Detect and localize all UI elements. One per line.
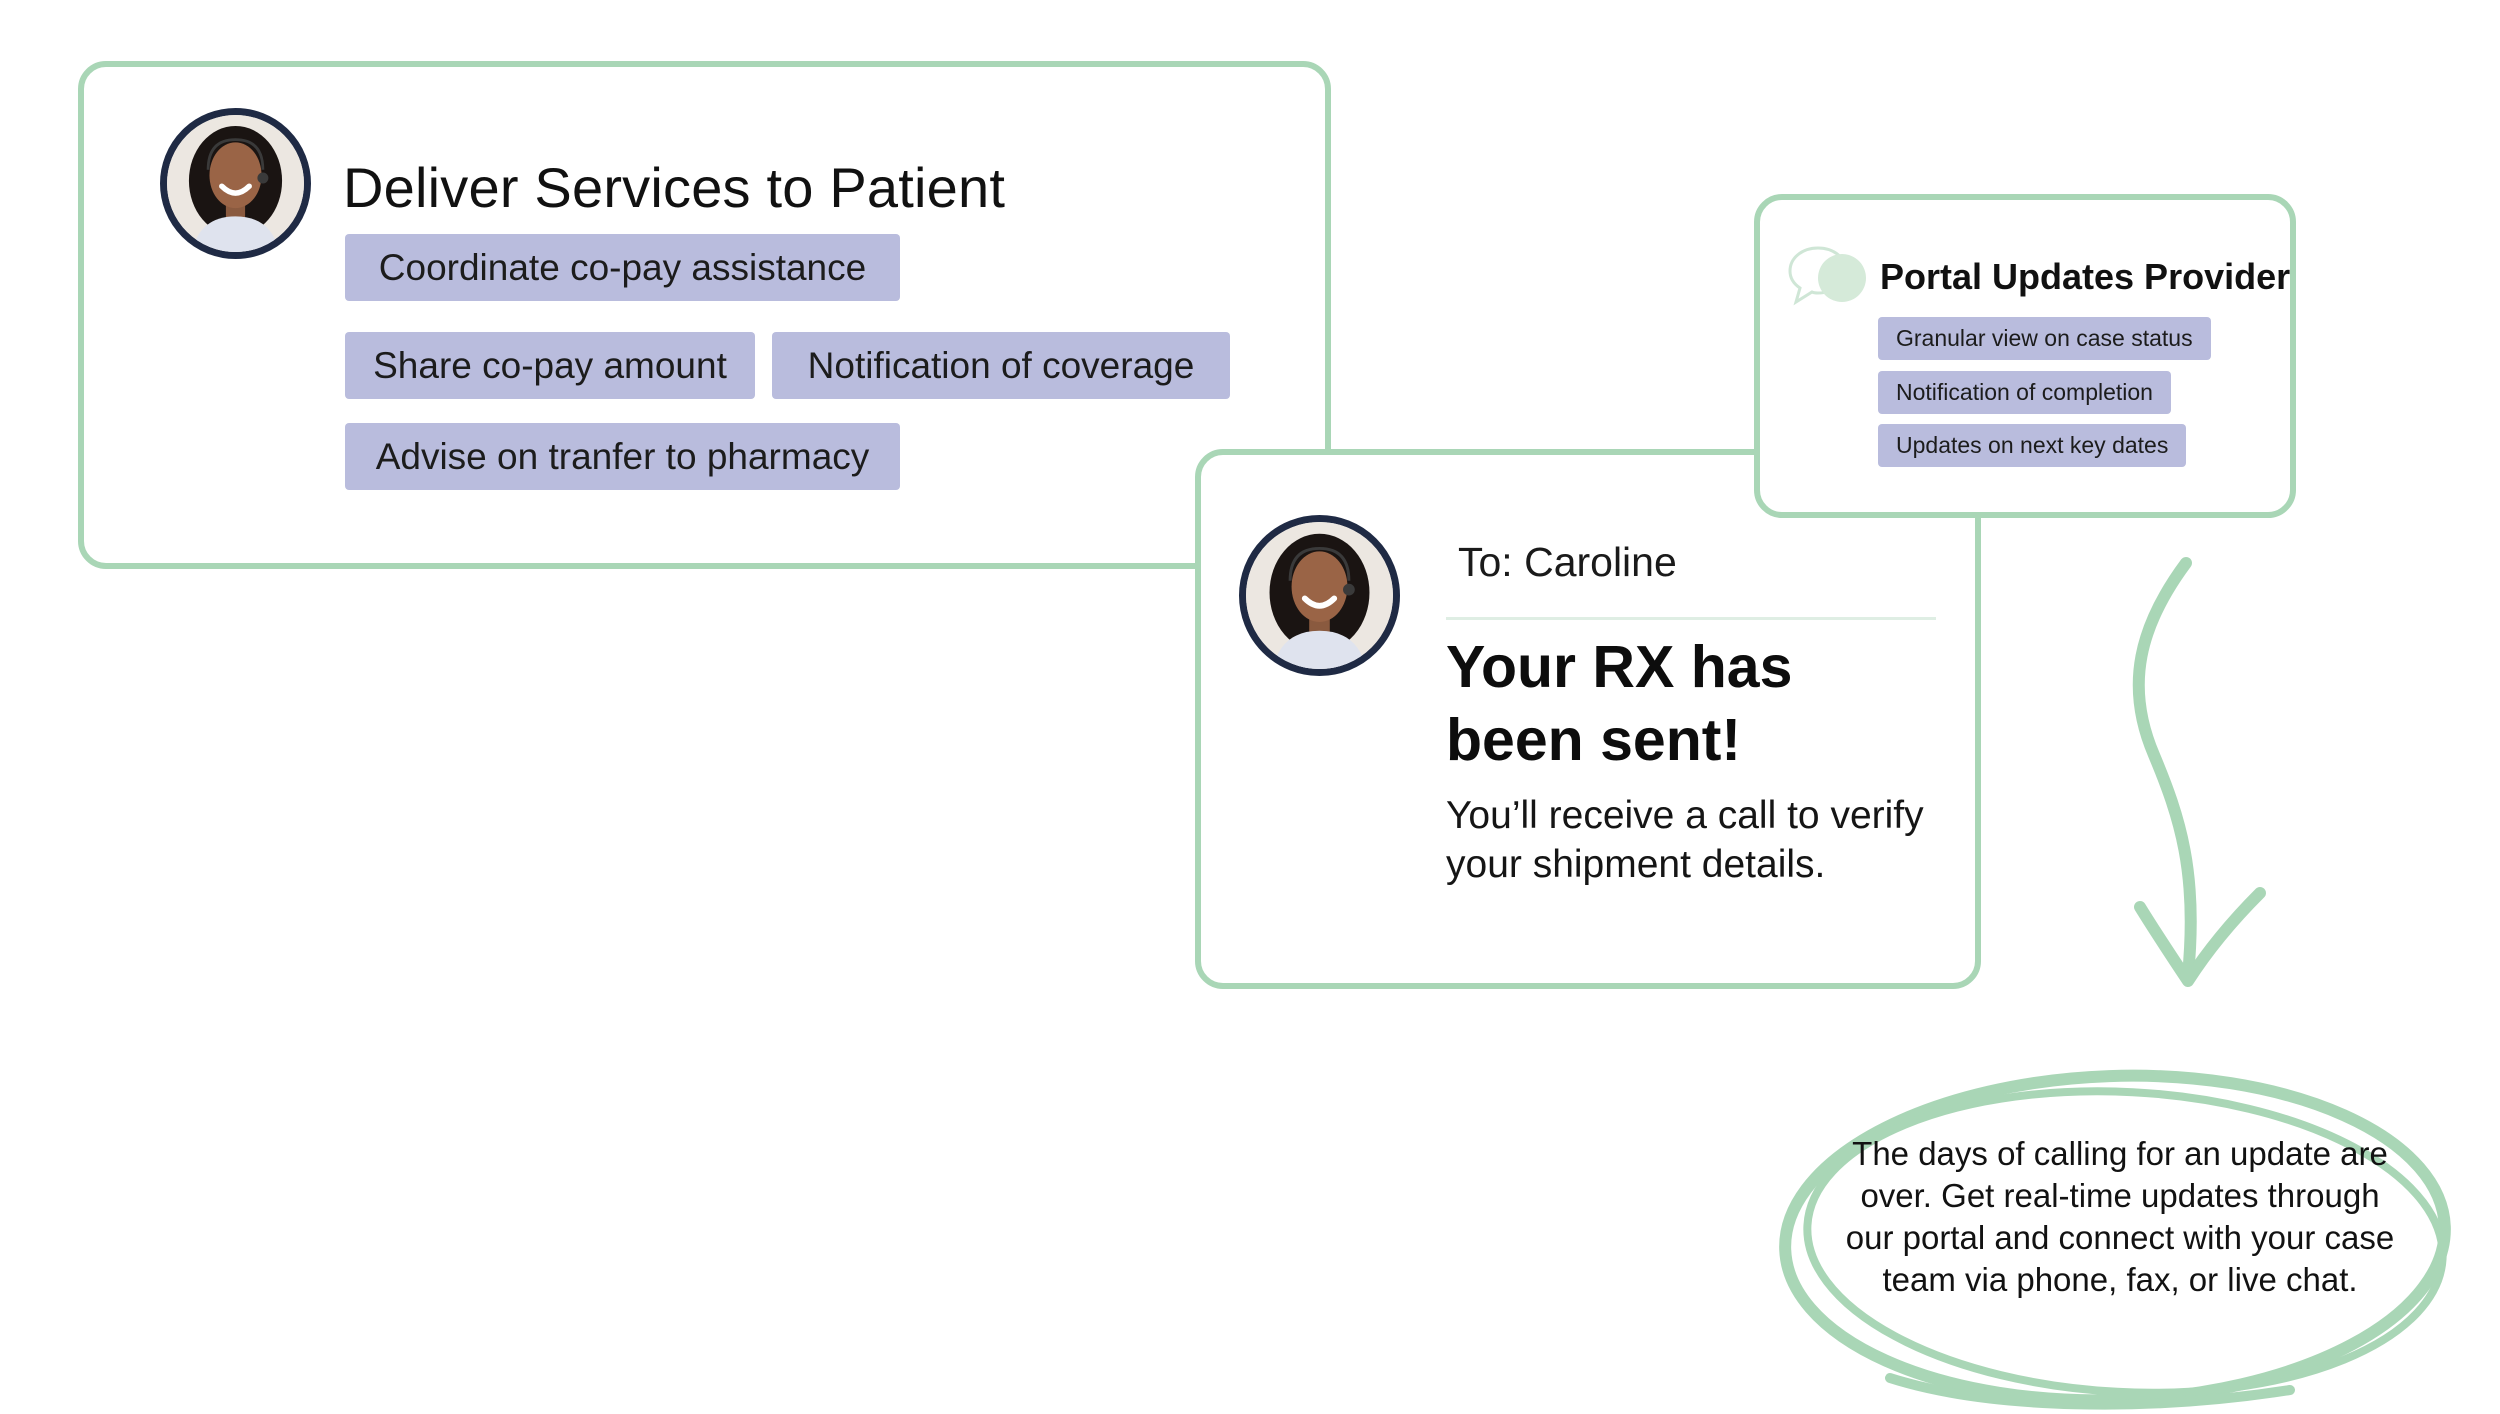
portal-item: Granular view on case status: [1878, 317, 2211, 360]
agent-portrait-icon: [1246, 522, 1393, 669]
agent-avatar: [1239, 515, 1400, 676]
agent-portrait-icon: [167, 115, 304, 252]
chip-advise-transfer: Advise on tranfer to pharmacy: [345, 423, 900, 490]
message-divider: [1446, 617, 1936, 620]
agent-avatar: [160, 108, 311, 259]
callout-text: The days of calling for an update are ov…: [1845, 1135, 2395, 1298]
message-card: To: Caroline Your RX has been sent! You’…: [1195, 449, 1981, 989]
message-recipient: To: Caroline: [1458, 539, 1677, 585]
portal-item: Notification of completion: [1878, 371, 2171, 414]
chip-notification-coverage: Notification of coverage: [772, 332, 1230, 399]
chip-share-copay: Share co-pay amount: [345, 332, 755, 399]
chat-bubbles-icon: [1788, 246, 1866, 306]
deliver-services-card: Deliver Services to Patient Coordinate c…: [78, 61, 1331, 569]
portal-updates-card: Portal Updates Provider Granular view on…: [1754, 194, 2296, 518]
message-body: You’ll receive a call to verify your shi…: [1446, 794, 1924, 886]
portal-item: Updates on next key dates: [1878, 424, 2187, 467]
message-headline: Your RX has been sent!: [1446, 634, 1793, 773]
squiggle-arrow-icon: [2132, 557, 2266, 987]
deliver-services-title: Deliver Services to Patient: [343, 156, 1006, 219]
chip-coordinate-copay: Coordinate co-pay assistance: [345, 234, 900, 301]
portal-title: Portal Updates Provider: [1880, 256, 2291, 297]
callout-oval: [1779, 1069, 2451, 1410]
